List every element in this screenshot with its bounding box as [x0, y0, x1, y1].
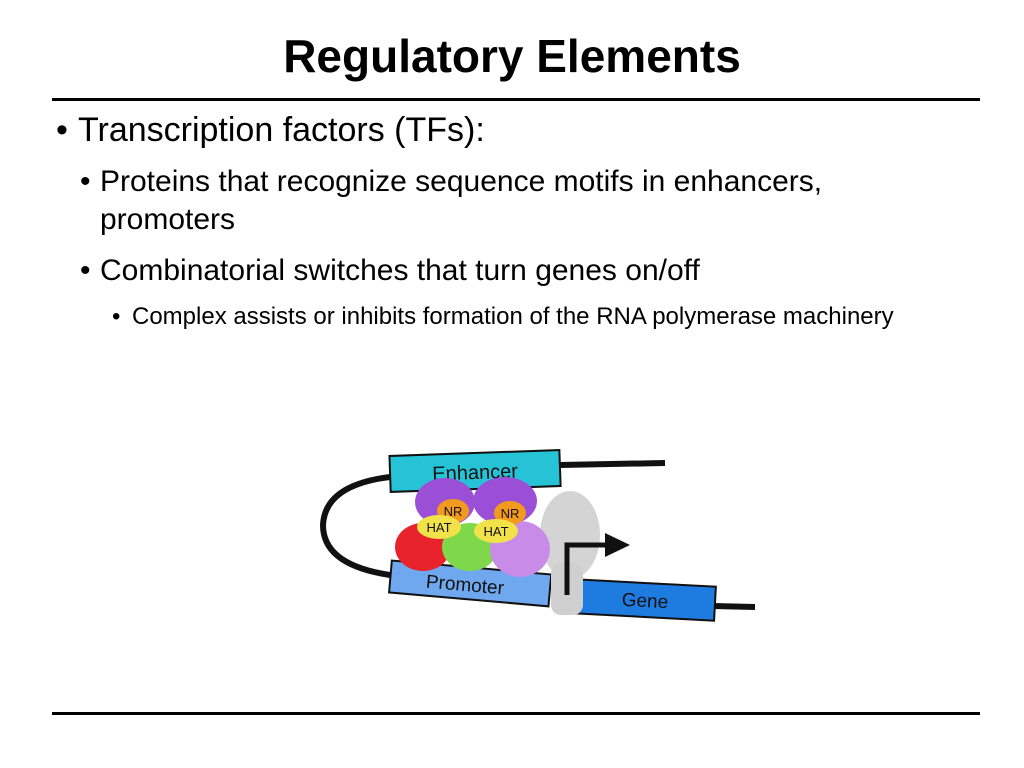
slide-title: Regulatory Elements — [283, 30, 741, 82]
dna-strand-gene-end — [712, 603, 756, 610]
regulatory-complex-diagram: Enhancer Promoter Gene NR NR HAT HAT — [319, 449, 756, 622]
bullet-text: Combinatorial switches that turn genes o… — [100, 254, 700, 287]
bullet-level1: • Transcription factors (TFs): — [56, 110, 956, 150]
hat-factor-left — [417, 515, 461, 539]
dna-loop — [319, 474, 391, 578]
nr-factor-right — [494, 501, 526, 525]
rna-polymerase-shape — [540, 491, 600, 579]
gene-box: Gene — [575, 578, 717, 622]
dna-strand-right — [559, 460, 666, 468]
bullet-glyph: • — [112, 303, 121, 330]
hat-factor-right — [474, 519, 518, 543]
bullet-text: Transcription factors (TFs): — [78, 111, 485, 149]
bullet-text: Complex assists or inhibits formation of… — [132, 303, 894, 330]
bullet-glyph: • — [80, 254, 91, 287]
bullet-glyph: • — [56, 111, 68, 149]
bullet-level2: • Combinatorial switches that turn genes… — [80, 252, 960, 290]
enhancer-box: Enhancer — [388, 449, 562, 493]
title-underline — [52, 98, 980, 101]
bullet-level2: • Proteins that recognize sequence motif… — [80, 163, 960, 239]
bullet-text: Proteins that recognize sequence motifs … — [100, 165, 823, 236]
transcription-start-arrow — [564, 542, 610, 595]
arrow-head-icon — [605, 533, 630, 557]
gene-label: Gene — [621, 590, 669, 613]
hat-label-left: HAT — [426, 520, 451, 535]
bullet-glyph: • — [80, 165, 91, 198]
bullet-level3: • Complex assists or inhibits formation … — [112, 300, 932, 333]
nr-label-right: NR — [501, 506, 520, 521]
hat-label-right: HAT — [483, 524, 508, 539]
footer-rule — [52, 712, 980, 715]
nr-label-left: NR — [444, 504, 463, 519]
